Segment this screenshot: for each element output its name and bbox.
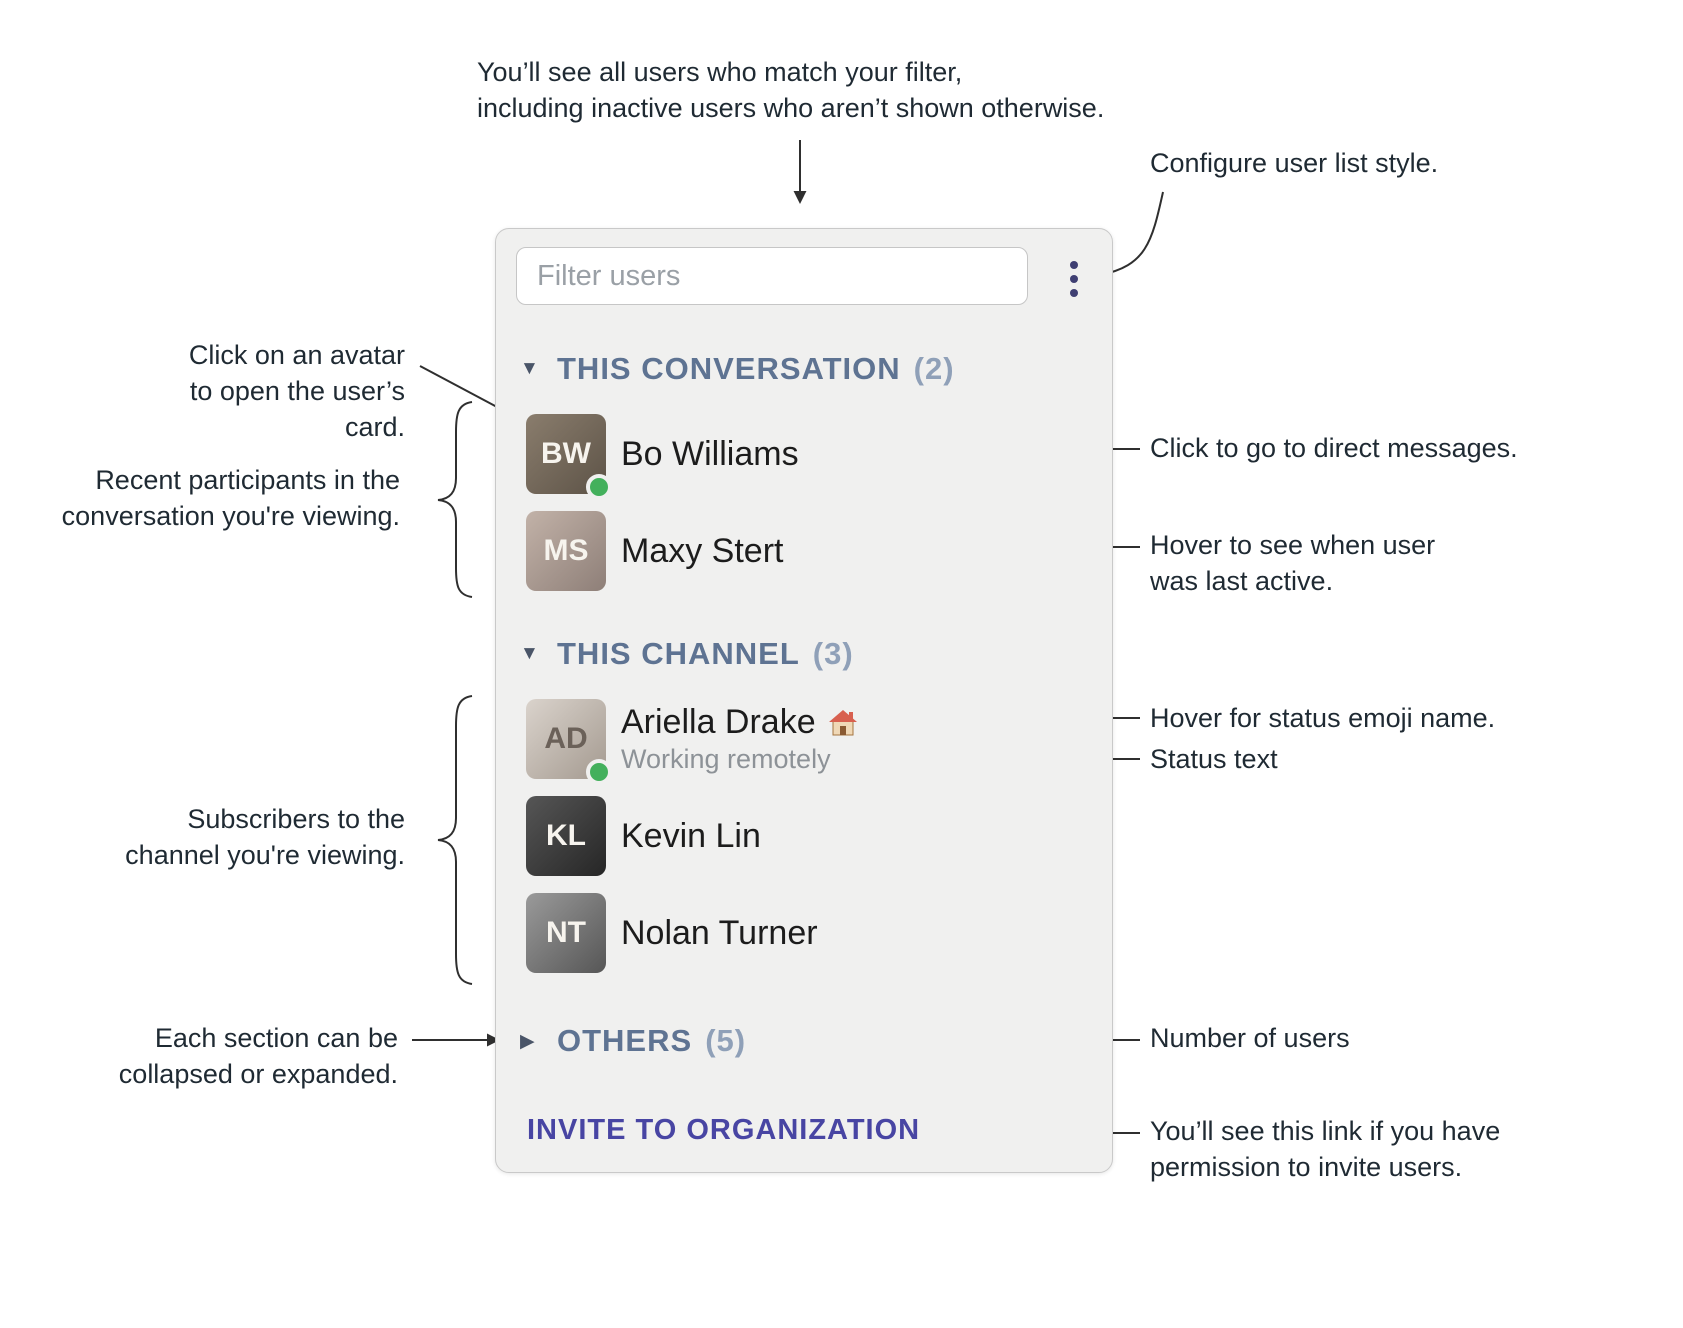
user-status-text: Working remotely bbox=[621, 744, 831, 774]
kebab-menu-icon bbox=[1070, 289, 1078, 297]
house-emoji-icon bbox=[828, 709, 857, 735]
annotation-text: including inactive users who aren’t show… bbox=[477, 92, 1105, 123]
user-row[interactable]: AD Ariella Drake Working remotely bbox=[526, 699, 860, 785]
annotation-text: permission to invite users. bbox=[1150, 1151, 1463, 1182]
avatar[interactable]: AD bbox=[526, 699, 612, 785]
avatar[interactable]: BW bbox=[526, 414, 612, 500]
filter-users-input[interactable] bbox=[516, 247, 1028, 305]
annotation-status-emoji: Hover for status emoji name. bbox=[1150, 701, 1495, 737]
avatar-initials: NT bbox=[546, 916, 586, 949]
annotation-text: Click on an avatar bbox=[188, 340, 405, 370]
annotation-text: Status text bbox=[1150, 744, 1278, 774]
annotation-text: was last active. bbox=[1150, 565, 1334, 596]
avatar-initials: MS bbox=[543, 534, 589, 567]
annotation-avatar-click: Click on an avatar to open the user’s ca… bbox=[130, 338, 405, 446]
annotation-recent-participants: Recent participants in the conversation … bbox=[45, 463, 400, 535]
annotation-text: Each section can be bbox=[154, 1023, 398, 1053]
section-collapse-icon[interactable]: ▼ bbox=[520, 643, 540, 664]
annotation-dm: Click to go to direct messages. bbox=[1150, 431, 1518, 467]
annotation-text: Recent participants in the bbox=[95, 465, 400, 495]
annotation-text: Hover to see when user bbox=[1150, 530, 1436, 560]
kebab-menu-icon bbox=[1070, 261, 1078, 269]
avatar[interactable]: MS bbox=[526, 511, 606, 591]
annotation-status-text: Status text bbox=[1150, 742, 1278, 778]
user-name[interactable]: Bo Williams bbox=[621, 434, 799, 473]
user-name[interactable]: Nolan Turner bbox=[621, 913, 818, 952]
user-list-panel: ▼ THIS CONVERSATION (2) BW Bo Williams M… bbox=[495, 228, 1113, 1173]
annotation-filter-note: You’ll see all users who match your filt… bbox=[477, 55, 1177, 127]
section-title: THIS CHANNEL bbox=[557, 636, 800, 671]
section-title: THIS CONVERSATION bbox=[557, 351, 901, 386]
section-count: (2) bbox=[913, 351, 955, 386]
annotation-text: Configure user list style. bbox=[1150, 148, 1439, 178]
avatar-initials: AD bbox=[544, 722, 588, 755]
annotation-text: to open the user’s card. bbox=[189, 375, 405, 442]
section-count: (5) bbox=[705, 1023, 747, 1058]
annotation-text: collapsed or expanded. bbox=[118, 1058, 398, 1089]
user-row[interactable]: NT Nolan Turner bbox=[526, 893, 818, 973]
presence-active-dot bbox=[586, 474, 612, 500]
section-header-this-channel[interactable]: ▼ THIS CHANNEL (3) bbox=[520, 636, 854, 672]
annotation-text: Hover for status emoji name. bbox=[1150, 703, 1496, 733]
section-collapse-icon[interactable]: ▼ bbox=[520, 358, 540, 379]
annotation-text: Subscribers to the bbox=[187, 804, 405, 834]
avatar-initials: BW bbox=[541, 437, 591, 470]
annotation-subscribers: Subscribers to the channel you're viewin… bbox=[105, 802, 405, 874]
annotation-text: channel you're viewing. bbox=[125, 839, 405, 870]
presence-active-dot bbox=[586, 759, 612, 785]
section-count: (3) bbox=[812, 636, 854, 671]
user-row[interactable]: KL Kevin Lin bbox=[526, 796, 761, 876]
section-title: OTHERS bbox=[557, 1023, 693, 1058]
annotation-text: Click to go to direct messages. bbox=[1150, 433, 1518, 463]
brace-subscribers bbox=[437, 695, 473, 985]
avatar[interactable]: NT bbox=[526, 893, 606, 973]
invite-to-organization-link[interactable]: INVITE TO ORGANIZATION bbox=[527, 1114, 921, 1146]
brace-recent-participants bbox=[437, 401, 473, 598]
annotation-text: You’ll see this link if you have bbox=[1150, 1116, 1501, 1146]
annotation-collapse: Each section can be collapsed or expande… bbox=[110, 1021, 398, 1093]
user-name[interactable]: Ariella Drake bbox=[621, 703, 816, 741]
section-expand-icon[interactable]: ▶ bbox=[520, 1030, 536, 1052]
annotation-configure: Configure user list style. bbox=[1150, 146, 1438, 182]
annotation-invite-permission: You’ll see this link if you have permiss… bbox=[1150, 1114, 1500, 1186]
section-header-this-conversation[interactable]: ▼ THIS CONVERSATION (2) bbox=[520, 351, 955, 387]
annotation-text: You’ll see all users who match your filt… bbox=[477, 57, 963, 87]
user-name[interactable]: Maxy Stert bbox=[621, 531, 784, 570]
user-row[interactable]: MS Maxy Stert bbox=[526, 511, 783, 591]
section-header-others[interactable]: ▶ OTHERS (5) bbox=[520, 1023, 746, 1059]
user-list-style-menu-button[interactable] bbox=[1052, 253, 1096, 305]
user-name[interactable]: Kevin Lin bbox=[621, 816, 761, 855]
avatar-initials: KL bbox=[546, 819, 586, 852]
annotation-number-users: Number of users bbox=[1150, 1021, 1350, 1057]
annotation-last-active: Hover to see when user was last active. bbox=[1150, 528, 1435, 600]
user-row[interactable]: BW Bo Williams bbox=[526, 414, 799, 500]
avatar[interactable]: KL bbox=[526, 796, 606, 876]
annotation-text: Number of users bbox=[1150, 1023, 1350, 1053]
kebab-menu-icon bbox=[1070, 275, 1078, 283]
annotation-text: conversation you're viewing. bbox=[61, 500, 400, 531]
